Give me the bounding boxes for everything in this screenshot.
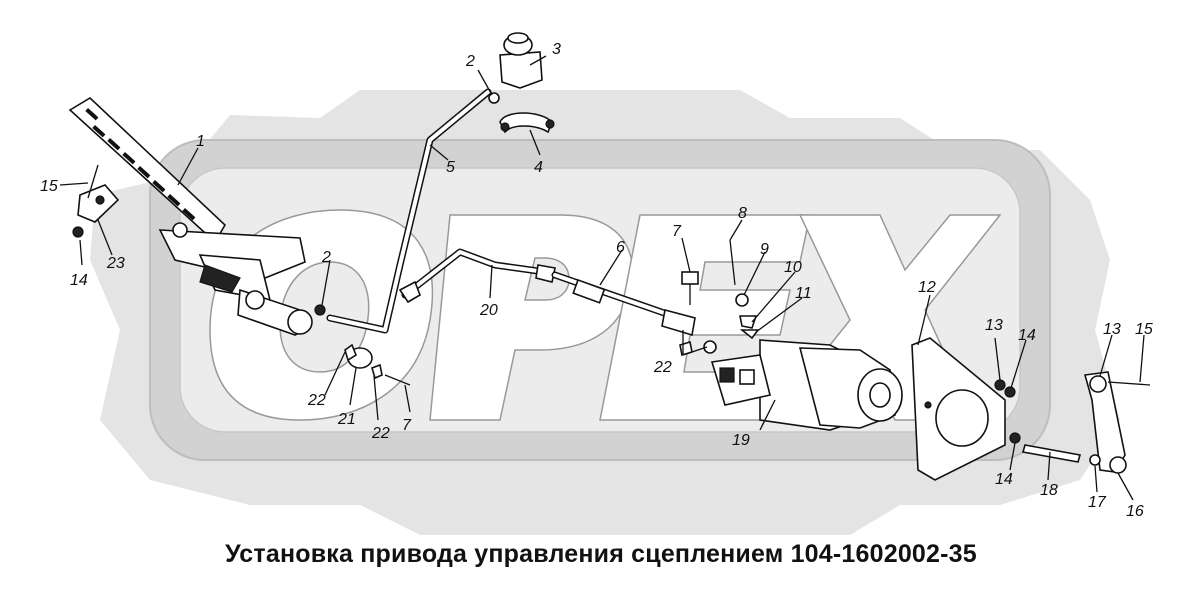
callout-7-left: 7 xyxy=(402,417,412,434)
callout-3: 3 xyxy=(552,41,561,58)
callout-12: 12 xyxy=(918,279,936,296)
callout-22-left2: 22 xyxy=(371,425,390,442)
lever-part-16 xyxy=(1083,371,1151,474)
pedal-part-1 xyxy=(68,97,306,302)
callout-20: 20 xyxy=(479,302,498,319)
booster-part-19 xyxy=(710,339,903,431)
bracket-part-23 xyxy=(72,164,120,238)
washers-right xyxy=(994,379,1021,444)
callout-5: 5 xyxy=(446,159,455,176)
callout-23: 23 xyxy=(106,255,125,272)
callout-9: 9 xyxy=(760,241,769,258)
pin-part-18 xyxy=(1021,444,1082,463)
callout-16: 16 xyxy=(1126,503,1144,520)
bolts-right xyxy=(681,239,760,340)
callout-19: 19 xyxy=(732,432,750,449)
callout-13-mid: 13 xyxy=(985,317,1003,334)
callout-21: 21 xyxy=(337,411,356,428)
clamp-part-4 xyxy=(499,112,555,134)
callout-14-right: 14 xyxy=(995,471,1013,488)
pipe-part-20 xyxy=(398,248,556,304)
bracket-part-12 xyxy=(911,337,1006,481)
callout-6: 6 xyxy=(616,239,625,256)
callout-22-mid: 22 xyxy=(653,359,672,376)
callout-1: 1 xyxy=(196,133,205,150)
nut-part-2-top xyxy=(488,92,500,104)
callout-10: 10 xyxy=(784,259,802,276)
callout-8: 8 xyxy=(738,205,747,222)
callout-18: 18 xyxy=(1040,482,1058,499)
reservoir-part-3 xyxy=(499,32,543,89)
callout-15-left: 15 xyxy=(40,178,58,195)
callout-7-right: 7 xyxy=(672,223,682,240)
callouts: 1 2 3 4 5 2 15 23 14 6 7 8 9 10 11 12 13… xyxy=(40,41,1153,520)
leader-lines xyxy=(59,55,1145,501)
callout-14-mid: 14 xyxy=(1018,327,1036,344)
callout-17: 17 xyxy=(1088,494,1107,511)
callout-2-top: 2 xyxy=(465,53,475,70)
callout-11: 11 xyxy=(795,285,812,302)
master-cylinder xyxy=(199,264,313,336)
callout-14-left: 14 xyxy=(70,272,88,289)
nut-part-2-mid xyxy=(314,304,326,316)
callout-2-mid: 2 xyxy=(321,249,331,266)
hose-part-5 xyxy=(326,88,492,334)
callout-13-right: 13 xyxy=(1103,321,1121,338)
callout-22-left: 22 xyxy=(307,392,326,409)
callout-15-right: 15 xyxy=(1135,321,1153,338)
callout-4: 4 xyxy=(534,159,543,176)
hose-part-6 xyxy=(551,271,696,337)
diagram-title: Установка привода управления сцеплением … xyxy=(225,540,977,568)
